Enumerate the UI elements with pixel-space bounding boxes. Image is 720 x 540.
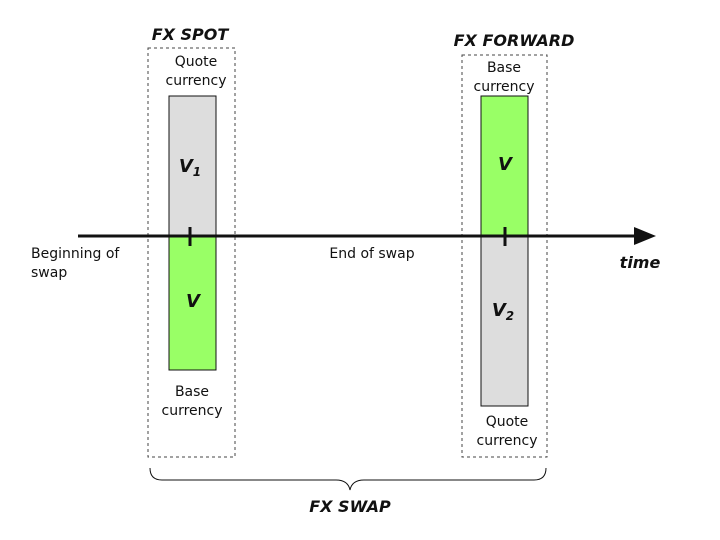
forward-quote-bar	[480, 235, 529, 407]
spot-bottom-label-line1: Base	[175, 384, 209, 400]
spot-bottom-value: V	[186, 291, 202, 312]
spot-dashed-frame	[147, 47, 236, 458]
forward-top-label-line2: currency	[474, 79, 535, 95]
spot-top-value: V1	[179, 156, 201, 179]
swap-label: FX SWAP	[309, 497, 391, 516]
forward-bottom-value-main: V	[492, 300, 508, 321]
forward-top-label-line1: Base	[487, 60, 521, 76]
timeline-start-label-line2: swap	[31, 265, 67, 281]
forward-base-bar	[480, 95, 529, 237]
forward-dashed-frame	[461, 54, 548, 458]
spot-top-value-main: V	[179, 156, 195, 177]
spot-base-bar	[168, 235, 217, 371]
spot-top-label-line1: Quote	[175, 54, 218, 70]
forward-bottom-label-line2: currency	[477, 433, 538, 449]
swap-brace	[149, 467, 547, 491]
time-axis-label: time	[620, 253, 661, 272]
timeline-end-label: End of swap	[329, 246, 414, 262]
spot-top-label-line2: currency	[166, 73, 227, 89]
forward-bottom-value: V2	[492, 300, 514, 323]
forward-bottom-value-subscript: 2	[506, 309, 514, 323]
spot-bottom-label-line2: currency	[162, 403, 223, 419]
forward-bottom-label-line1: Quote	[486, 414, 529, 430]
spot-title: FX SPOT	[152, 25, 230, 44]
forward-title: FX FORWARD	[454, 31, 575, 50]
forward-top-value: V	[498, 154, 514, 175]
spot-top-value-subscript: 1	[193, 165, 201, 179]
spot-quote-bar	[168, 95, 217, 237]
time-axis-arrowhead	[634, 227, 656, 245]
timeline-start-label-line1: Beginning of	[31, 246, 120, 262]
